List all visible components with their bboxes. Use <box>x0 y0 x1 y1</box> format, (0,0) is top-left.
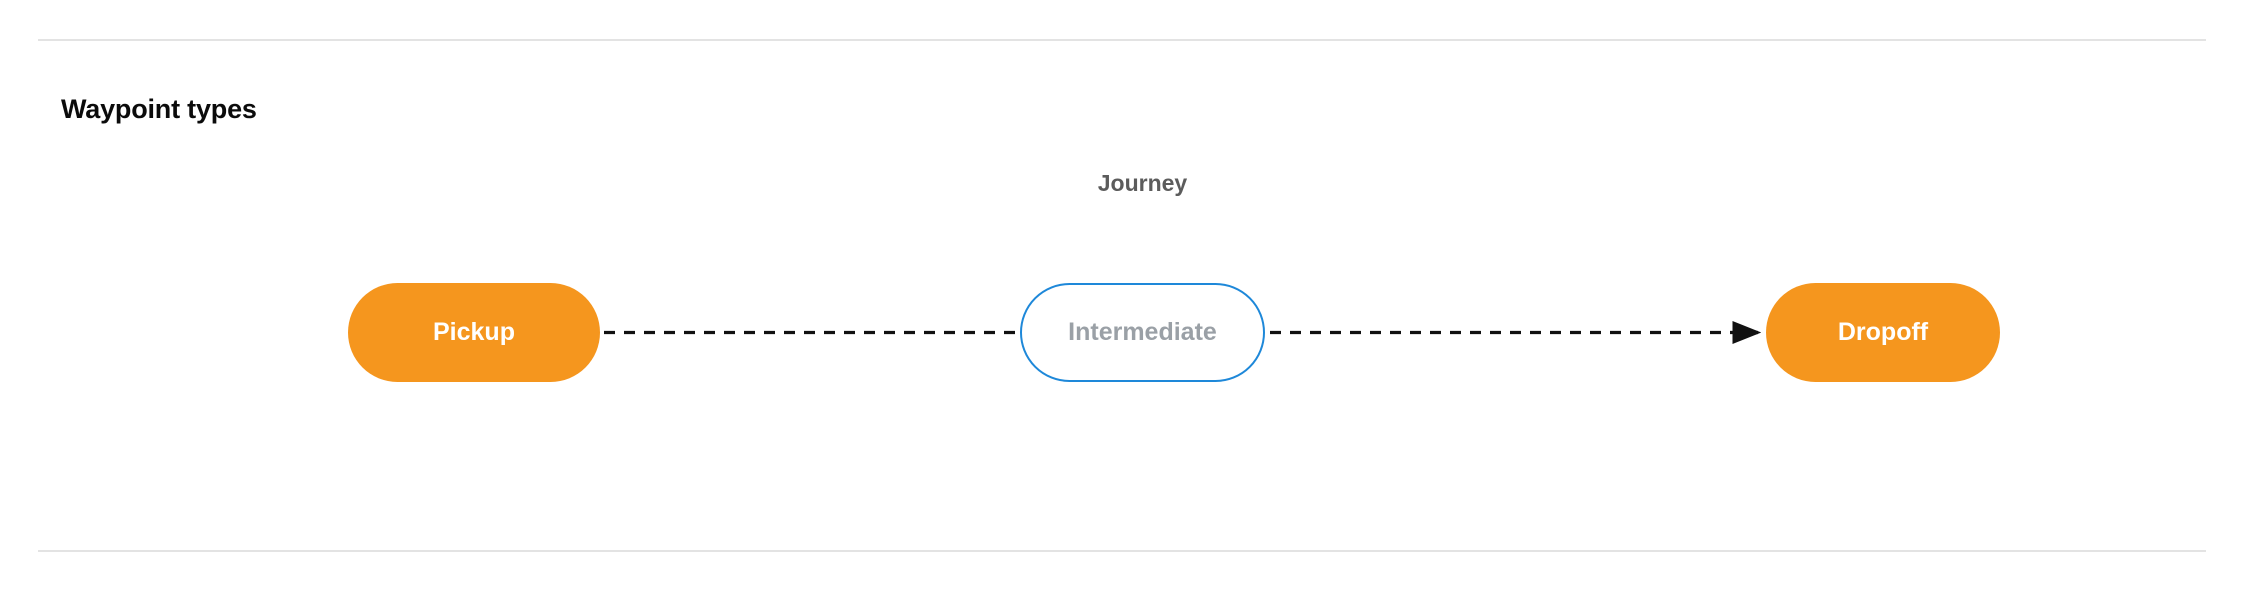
node-intermediate-label: Intermediate <box>1068 318 1217 346</box>
node-pickup[interactable]: Pickup <box>348 283 600 382</box>
journey-group-label: Journey <box>1097 170 1188 196</box>
node-dropoff-label: Dropoff <box>1837 318 1929 346</box>
node-dropoff[interactable]: Dropoff <box>1766 283 2000 382</box>
node-intermediate[interactable]: Intermediate <box>1020 283 1265 382</box>
node-pickup-label: Pickup <box>433 318 515 346</box>
page-title: Waypoint types <box>61 94 257 125</box>
section-divider-top <box>38 39 2206 41</box>
section-divider-bottom <box>38 550 2206 552</box>
